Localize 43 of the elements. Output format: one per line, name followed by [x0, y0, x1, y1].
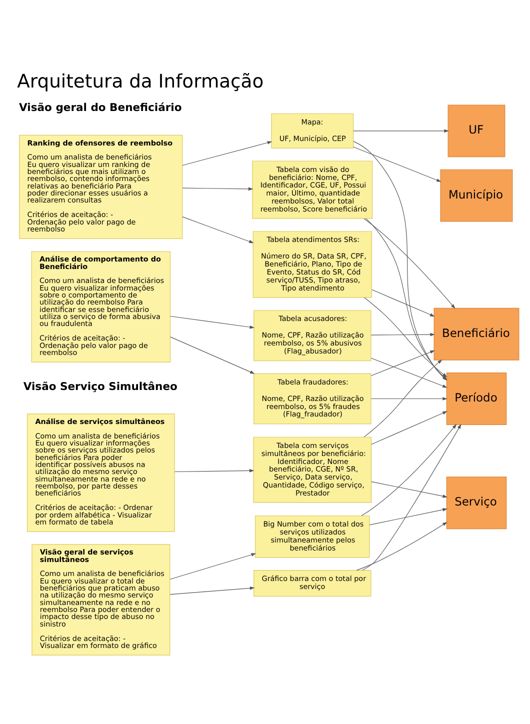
arrow	[170, 586, 255, 594]
node-box: Tabela com serviços simultâneos por beneficiário: Identificador, Nome beneficiário, CGE, Nº SR, Serviço, Data serviço, Quantidade, Código serviço, Prestador	[253, 436, 372, 502]
node-box: Mapa: UF, Município, CEP	[271, 112, 354, 148]
arrow	[182, 216, 254, 243]
node-box: Big Number com o total dos serviços utilizados simultaneamente pelos beneficiários	[254, 514, 370, 558]
label: Visão Serviço Simultâneo	[23, 379, 178, 392]
arrow	[370, 332, 435, 336]
arrow	[182, 186, 254, 190]
arrow	[369, 508, 448, 525]
arrow	[371, 480, 448, 498]
node-box: Gráfico barra com o total por serviço	[254, 570, 372, 596]
arrow	[182, 140, 272, 166]
node-box: UF	[448, 104, 506, 157]
node-box: Ranking de ofensores de reembolso Como um analista de beneficiários Eu quero visualizar um ranking de beneficiários que mais utilizam o reembolso, contendo informações relativas ao beneficiário Para poder direcionar esses usuários a realizarem consultas Critérios de aceitação: - Ordenação pelo valor pago de reembolso	[19, 134, 183, 238]
node-box: Beneficiário	[434, 307, 520, 360]
node-box: Tabela atendimentos SRs: Número do SR, Data SR, CPF, Beneficiário, Plano, Tipo de Evento, Status do SR, Cód serviço/TUSS, Tipo atraso, Tipo atendimento	[252, 230, 372, 298]
node-box: Município	[440, 168, 513, 222]
node-box: Tabela com visão do beneficiário: Nome, CPF, Identificador, CGE, UF, Possui maior, Último, quantidade reembolsos, Valor total reembolso, Score beneficiário	[252, 160, 373, 218]
arrow	[353, 128, 449, 132]
node-box: Visão geral de serviços simultâneos Como um analista de beneficiários Eu quero visualizar o total de beneficiários que praticam abuso na utilização do mesmo serviço simultaneamente na rede e no reembolso Para poder entender o impacto desse tipo de abuso no sinistro Critérios de aceitação: - Visualizar em formato de gráfico	[32, 544, 170, 655]
arrow	[370, 350, 435, 376]
diagram-title: Arquitetura da Informação	[17, 71, 264, 92]
arrow	[364, 218, 456, 308]
node-box: Tabela acusadores: Nome, CPF, Razão utilização reembolso, os 5% abusivos (Flag_abusador)	[254, 310, 372, 361]
arrow	[170, 315, 255, 328]
arrow	[371, 410, 448, 444]
arrow	[370, 396, 448, 400]
node-box: Tabela fraudadores: Nome, CPF, Razão utilização reembolso, os 5% fraudes (Flag_fraudador)	[254, 372, 372, 424]
arrow	[356, 521, 448, 570]
arrow	[170, 336, 255, 374]
arrow	[372, 288, 435, 316]
arrow	[362, 424, 462, 570]
node-box: Serviço	[446, 476, 507, 529]
arrow	[361, 424, 457, 516]
arrow	[353, 146, 442, 182]
arrow	[170, 552, 256, 580]
label: Visão geral do Beneficiário	[19, 100, 182, 114]
node-box: Análise de serviços simultâneos Como um analista de beneficiários Eu quero visualizar informações sobre os serviços utilizados pelos beneficiários Para poder identificar possíveis abusos na utilização do mesmo serviço simultaneamente na rede e no reembolso, por parte desses beneficiários Critérios de aceitação: - Ordenar por ordem alfabética - Visualizar em formato de tabela	[26, 412, 175, 532]
node-box: Período	[446, 372, 507, 424]
arrow	[174, 468, 254, 472]
arrow	[364, 358, 442, 437]
node-box: Análise de comportamento do Beneficiário Como um analista de beneficiários Eu quero visualizar informações sobre o comportamento de utilização do reembolso Para identificar se esse beneficiário utiliza o serviço de forma abusiva ou fraudulenta Critérios de aceitação: - Ordenação pelo valor pago de reembolso	[31, 250, 171, 362]
arrow	[364, 296, 448, 377]
